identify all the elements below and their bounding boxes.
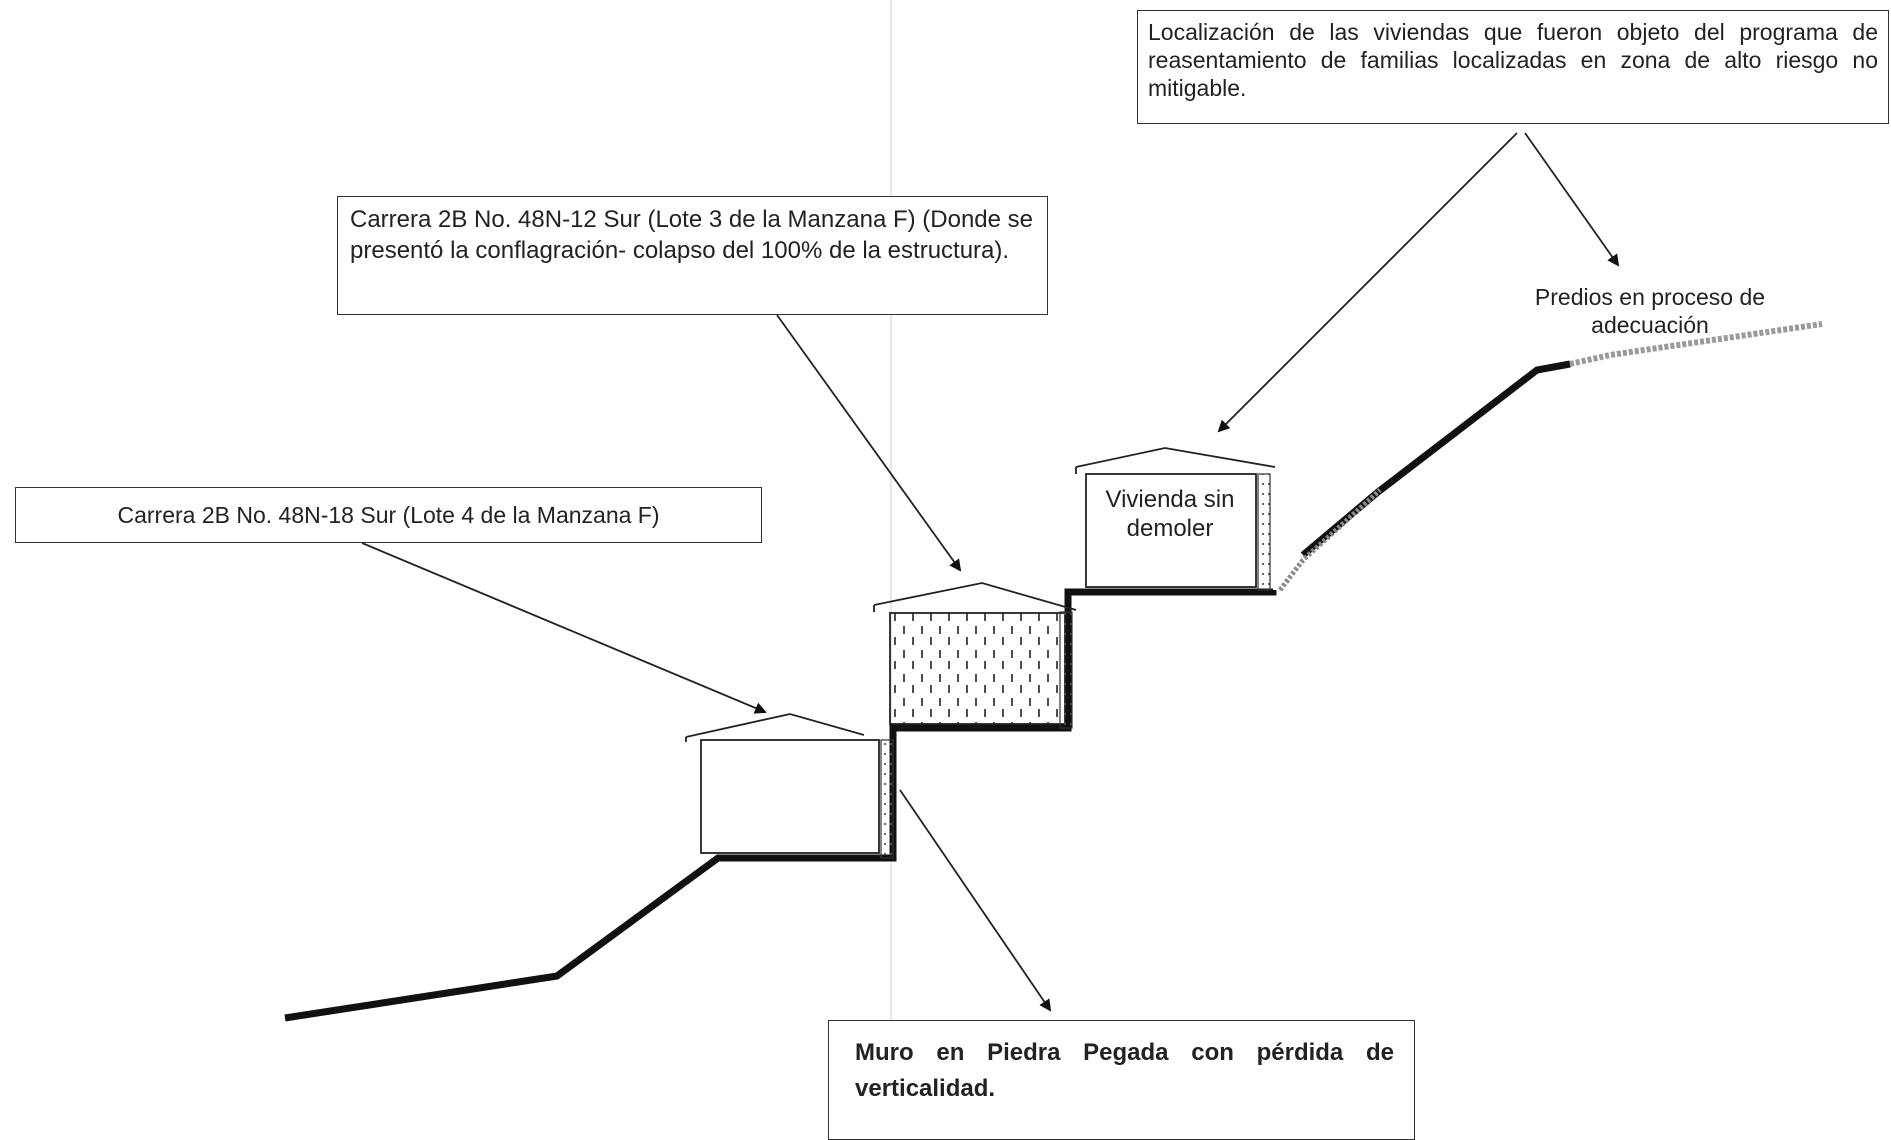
lote4-retaining-wall bbox=[880, 739, 894, 859]
adecuacion-hatched-segment bbox=[1278, 488, 1382, 592]
arrow-lote4-to-house bbox=[361, 542, 767, 714]
lote4-callout-text: Carrera 2B No. 48N-18 Sur (Lote 4 de la … bbox=[117, 501, 660, 528]
reasentamiento-callout-text: Localización de las viviendas que fueron… bbox=[1148, 19, 1878, 102]
muro-callout-box: Muro en Piedra Pegada con pérdida de ver… bbox=[828, 1020, 1415, 1140]
arrow-lote3-to-house bbox=[776, 314, 962, 572]
vivienda-sin-demoler-house bbox=[1075, 447, 1276, 591]
terrain-profile-line bbox=[284, 588, 1277, 1022]
lote4-house bbox=[685, 713, 894, 859]
vivienda-sin-demoler-label: Vivienda sin demoler bbox=[1105, 486, 1235, 543]
arrow-top-to-predios bbox=[1524, 132, 1620, 267]
lote3-house-collapsed bbox=[873, 582, 1077, 729]
slope-cross-section-diagram bbox=[284, 0, 1823, 1105]
arrow-muro-to-wall bbox=[899, 789, 1052, 1012]
lote3-callout-text: Carrera 2B No. 48N-12 Sur (Lote 3 de la … bbox=[350, 206, 1034, 264]
predios-label: Predios en proceso de adecuación bbox=[1534, 284, 1766, 339]
lote3-callout-box: Carrera 2B No. 48N-12 Sur (Lote 3 de la … bbox=[337, 196, 1048, 315]
muro-callout-text: Muro en Piedra Pegada con pérdida de ver… bbox=[855, 1039, 1394, 1102]
arrow-top-to-vivienda bbox=[1217, 132, 1518, 433]
lote3-retaining-wall bbox=[1059, 611, 1073, 729]
lote4-callout-box: Carrera 2B No. 48N-18 Sur (Lote 4 de la … bbox=[15, 487, 762, 543]
vivienda-retaining-wall bbox=[1257, 473, 1271, 591]
reasentamiento-callout-box: Localización de las viviendas que fueron… bbox=[1137, 10, 1889, 124]
adecuacion-hatched-top bbox=[1569, 321, 1823, 367]
